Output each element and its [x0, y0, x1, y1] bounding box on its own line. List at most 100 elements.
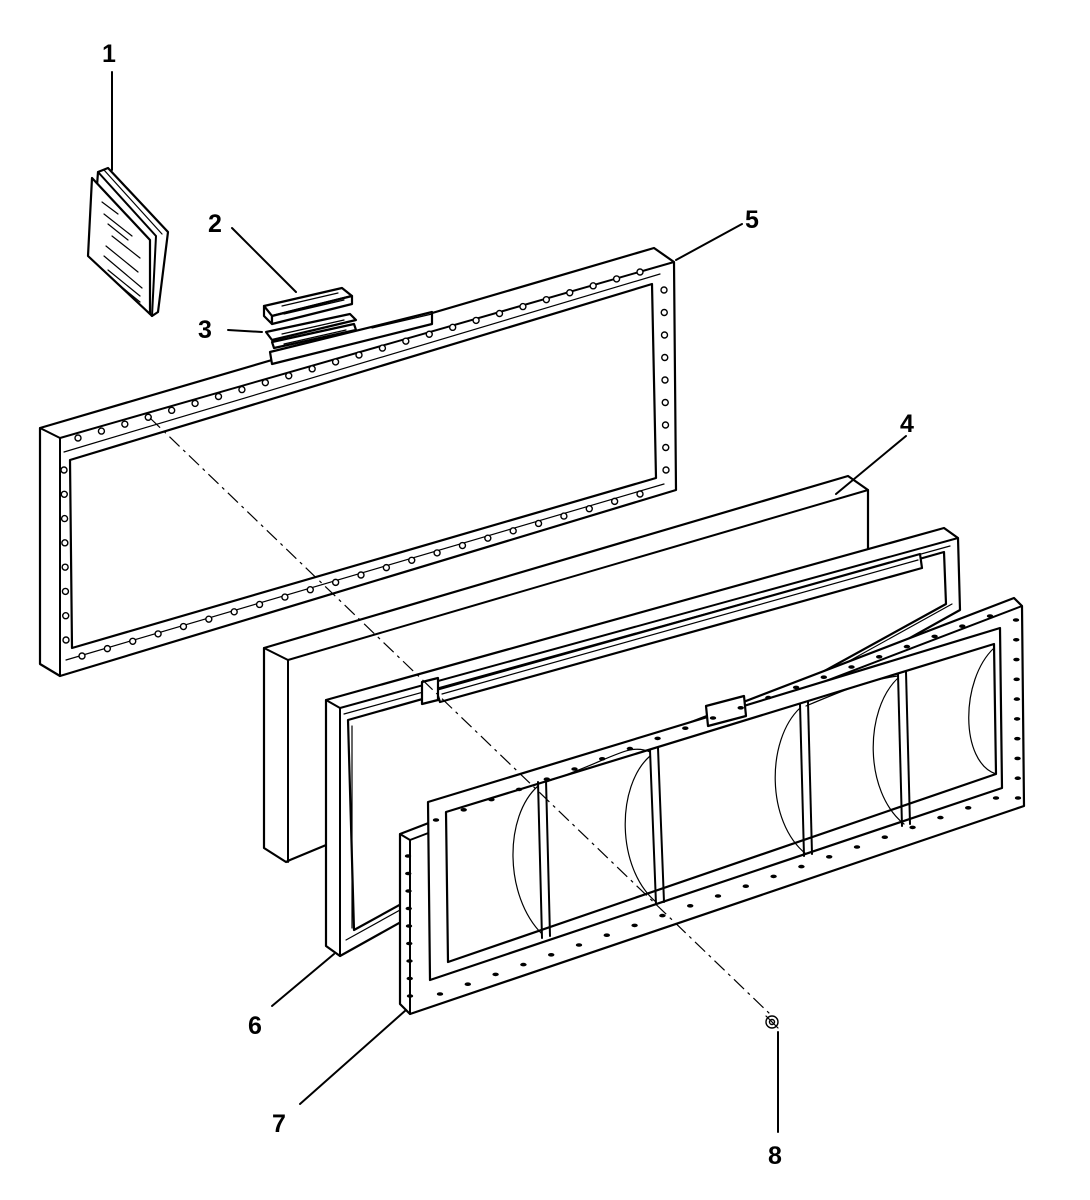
screw-slot	[599, 757, 606, 761]
screw-slot	[820, 675, 827, 679]
part-7-inner-liner	[398, 596, 1026, 1016]
screw-slot	[714, 894, 722, 898]
part-2-handle-clip	[262, 286, 354, 326]
screw-hole	[661, 353, 669, 362]
screw-hole	[129, 637, 137, 645]
screw-hole	[660, 286, 668, 294]
screw-slot	[515, 787, 523, 792]
screw-slot	[543, 777, 550, 781]
screw-hole	[60, 490, 68, 498]
callout-5: 5	[745, 206, 759, 234]
screw-hole	[306, 586, 314, 594]
screw-slot	[992, 796, 1000, 800]
screw-hole	[660, 308, 668, 317]
callout-7: 7	[272, 1110, 286, 1138]
screw-slot	[659, 913, 666, 918]
screw-hole	[519, 302, 527, 311]
screw-slot	[848, 665, 855, 669]
screw-hole	[589, 282, 597, 290]
screw-slot	[405, 924, 413, 928]
screw-hole	[331, 578, 340, 587]
screw-slot	[909, 825, 916, 830]
screw-hole	[154, 630, 162, 638]
screw-slot	[1014, 776, 1021, 781]
screw-slot	[1013, 717, 1021, 721]
screw-slot	[1013, 637, 1020, 642]
callout-numbers: 1 2 3 4 5 6 7 8	[102, 40, 914, 1170]
screw-hole	[566, 289, 574, 297]
screw-slot	[853, 845, 861, 849]
screw-slot	[709, 716, 717, 720]
screw-slot	[548, 953, 555, 957]
screw-hole	[542, 295, 551, 304]
screw-hole	[62, 612, 70, 620]
screw-hole	[103, 644, 112, 653]
screw-hole	[214, 392, 223, 401]
screw-slot	[765, 695, 772, 700]
screw-slot	[404, 854, 412, 858]
screw-slot	[737, 706, 744, 710]
part-8-screw	[765, 1015, 779, 1029]
callout-6: 6	[248, 1012, 262, 1040]
screw-slot	[742, 884, 749, 888]
screw-slot	[405, 906, 412, 911]
callout-1: 1	[102, 40, 116, 68]
screw-slot	[1013, 697, 1021, 701]
screw-hole	[355, 351, 363, 359]
screw-slot	[492, 972, 499, 977]
screw-hole	[661, 398, 669, 407]
screw-hole	[636, 490, 644, 498]
screw-hole	[74, 434, 82, 442]
callout-8: 8	[768, 1142, 782, 1170]
callout-2: 2	[208, 210, 222, 238]
screw-hole	[612, 275, 621, 283]
screw-hole	[308, 365, 316, 373]
part-1-label-card	[86, 166, 170, 318]
screw-hole	[61, 587, 70, 596]
screw-hole	[191, 399, 199, 408]
screw-hole	[281, 593, 289, 601]
screw-slot	[770, 874, 777, 879]
screw-hole	[331, 358, 340, 366]
screw-slot	[626, 746, 634, 751]
screw-hole	[636, 268, 644, 276]
screw-hole	[61, 539, 69, 547]
screw-slot	[876, 655, 883, 659]
screw-hole	[425, 330, 433, 338]
screw-hole	[662, 466, 670, 474]
screw-hole	[230, 608, 238, 616]
screw-hole	[255, 600, 264, 609]
screw-slot	[937, 815, 944, 820]
screw-slot	[1014, 736, 1021, 741]
screw-hole	[60, 514, 69, 523]
screw-hole	[205, 615, 213, 623]
screw-hole	[458, 541, 467, 550]
screw-slot	[405, 889, 412, 893]
screw-hole	[560, 512, 568, 520]
screw-slot	[965, 806, 972, 810]
screw-slot	[798, 864, 805, 869]
leader-lines	[111, 71, 907, 1133]
screw-slot	[903, 644, 911, 649]
screw-hole	[402, 337, 410, 345]
screw-slot	[682, 726, 689, 730]
screw-hole	[433, 549, 441, 557]
screw-hole	[97, 427, 106, 435]
screw-slot	[654, 736, 661, 741]
screw-hole	[261, 378, 270, 387]
screw-slot	[488, 797, 495, 802]
screw-slot	[406, 941, 413, 946]
screw-slot	[571, 767, 578, 771]
screw-slot	[575, 943, 583, 947]
alignment-line	[149, 417, 771, 1015]
screw-slot	[1013, 657, 1020, 662]
screw-slot	[603, 933, 610, 937]
screw-hole	[472, 316, 480, 325]
part-5-outer-door-frame	[38, 246, 678, 678]
screw-hole	[238, 385, 246, 394]
screw-hole	[662, 443, 670, 452]
screw-slot	[959, 624, 966, 628]
screw-slot	[881, 835, 888, 839]
screw-hole	[144, 413, 152, 421]
